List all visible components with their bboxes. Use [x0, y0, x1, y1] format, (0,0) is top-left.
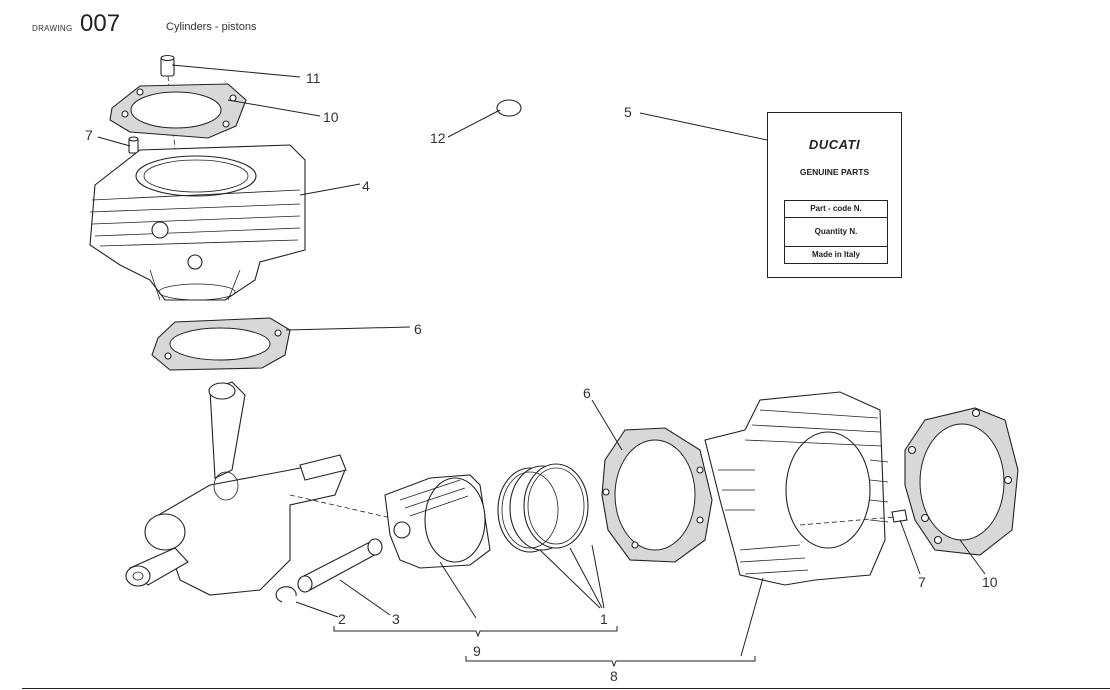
callout-5: 5 — [624, 104, 632, 120]
callout-2: 2 — [338, 611, 346, 627]
dowel-part-7-right[interactable] — [891, 509, 908, 523]
base-gasket-part-6-top[interactable] — [151, 317, 291, 371]
piston-part-9[interactable] — [384, 474, 491, 569]
crankshaft-assembly[interactable] — [125, 381, 347, 596]
head-gasket-part-10-top[interactable] — [109, 83, 247, 139]
callout-1: 1 — [600, 611, 608, 627]
genuine-parts-text: GENUINE PARTS — [799, 167, 870, 177]
dowel-part-11[interactable] — [160, 54, 175, 77]
made-in-cell: Made in Italy — [811, 250, 860, 259]
piston-pin-part-3[interactable] — [297, 538, 383, 593]
cylinder-part-8-right[interactable] — [704, 391, 889, 586]
part-code-cell: Part - code N. — [785, 201, 887, 218]
callout-12: 12 — [430, 130, 446, 146]
base-gasket-part-6-right[interactable] — [601, 427, 713, 563]
brand-logo-text: DUCATI — [808, 137, 861, 152]
callout-6-top: 6 — [414, 321, 422, 337]
callout-7-right: 7 — [918, 574, 926, 590]
cylinder-part-4-top[interactable] — [89, 144, 306, 301]
dowel-part-7-left[interactable] — [128, 136, 139, 154]
drawing-label: DRAWING — [32, 24, 73, 33]
label-info-table: Part - code N. Quantity N. Made in Italy — [784, 200, 888, 264]
callout-4: 4 — [362, 178, 370, 194]
callout-9: 9 — [473, 643, 481, 659]
callout-6-right: 6 — [583, 385, 591, 401]
drawing-number: 007 — [80, 10, 121, 37]
callout-8: 8 — [610, 668, 618, 684]
drawing-title: Cylinders - pistons — [166, 21, 257, 33]
genuine-parts-label-part-5[interactable]: DUCATI GENUINE PARTS Part - code N. Quan… — [767, 112, 902, 278]
circlip-part-2[interactable] — [275, 586, 297, 603]
shim-part-12[interactable] — [496, 99, 522, 117]
callout-3: 3 — [392, 611, 400, 627]
callout-11: 11 — [306, 70, 321, 86]
callout-10-right: 10 — [982, 574, 998, 590]
bottom-rule — [22, 688, 1110, 689]
head-gasket-part-10-right[interactable] — [904, 407, 1019, 556]
callout-10-top: 10 — [323, 109, 339, 125]
piston-rings-part-1[interactable] — [497, 463, 589, 553]
quantity-cell: Quantity N. — [785, 218, 887, 247]
callout-7-left: 7 — [85, 127, 93, 143]
